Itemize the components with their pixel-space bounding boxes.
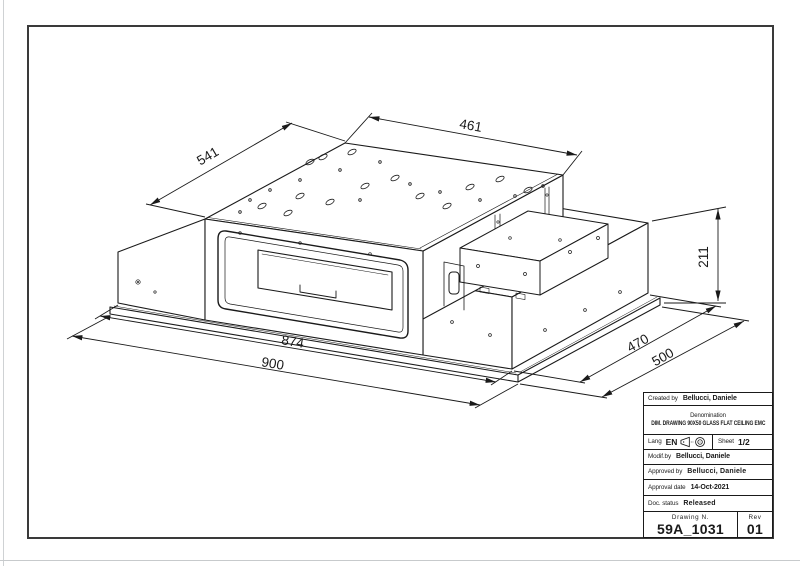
modified-by-label: Modif.by — [648, 453, 671, 461]
approved-by-label: Approved by — [648, 468, 683, 476]
revision-cell: Rev 01 — [738, 512, 772, 537]
sheet-cell: Sheet 1/2 — [713, 435, 772, 449]
sheet-label: Sheet — [718, 438, 734, 446]
created-by-value: Bellucci, Daniele — [682, 395, 737, 403]
sheet-value: 1/2 — [737, 436, 750, 447]
dimension-211-label: 211 — [696, 246, 711, 268]
side-bracket — [443, 261, 465, 311]
title-block-drawing-number-row: Drawing N. 59A_1031 Rev 01 — [644, 512, 772, 537]
approval-date-value: 14-Oct-2021 — [690, 484, 730, 492]
sheet-border — [27, 25, 774, 539]
hood-isometric-view — [109, 142, 661, 383]
denomination-value: DIM. DRAWING 90X50 GLASS FLAT CEILING EM… — [650, 419, 766, 427]
revision-label: Rev — [748, 513, 762, 521]
window-edge-bottom — [0, 560, 800, 561]
revision-value: 01 — [746, 520, 764, 537]
doc-status-value: Released — [683, 500, 716, 508]
dimension-541-label: 541 — [194, 144, 221, 168]
title-block-approval-date-row: Approval date 14-Oct-2021 — [644, 480, 772, 497]
approved-by-value: Bellucci, Daniele — [687, 468, 747, 476]
dimension-900: 900 — [66, 315, 519, 409]
title-block-denomination-row: Denomination DIM. DRAWING 90X50 GLASS FL… — [644, 406, 772, 435]
lang-value: EN — [665, 436, 678, 447]
first-angle-projection-icon — [680, 436, 708, 448]
title-block: Created by Bellucci, Daniele Denominatio… — [643, 392, 773, 538]
dimension-874-label: 874 — [280, 332, 305, 351]
dimension-211: 211 — [651, 206, 727, 304]
approval-date-label: Approval date — [648, 484, 686, 492]
window-edge-left — [3, 0, 4, 566]
electronics-box — [459, 210, 609, 300]
denomination-label: Denomination — [690, 412, 726, 419]
title-block-modified-row: Modif.by Bellucci, Daniele — [644, 450, 772, 465]
drawing-number-cell: Drawing N. 59A_1031 — [644, 512, 738, 537]
dimension-470-label: 470 — [624, 331, 651, 355]
lang-cell: Lang EN — [644, 434, 713, 449]
title-block-created-row: Created by Bellucci, Daniele — [644, 393, 772, 406]
modified-by-value: Bellucci, Daniele — [676, 453, 730, 461]
title-block-doc-status-row: Doc. status Released — [644, 496, 772, 513]
dimension-461-label: 461 — [458, 116, 483, 135]
dimension-461: 461 — [344, 112, 583, 176]
doc-status-label: Doc. status — [648, 500, 679, 508]
created-by-label: Created by — [648, 395, 678, 403]
top-face-holes — [238, 148, 545, 217]
lang-label: Lang — [648, 438, 662, 446]
title-block-lang-row: Lang EN Sheet — [644, 434, 772, 450]
drawing-number-label: Drawing N. — [671, 513, 710, 521]
title-block-approved-row: Approved by Bellucci, Daniele — [644, 465, 772, 481]
drawing-number-value: 59A_1031 — [656, 520, 724, 537]
dimension-900-label: 900 — [260, 354, 285, 373]
dimension-500-label: 500 — [649, 345, 676, 369]
